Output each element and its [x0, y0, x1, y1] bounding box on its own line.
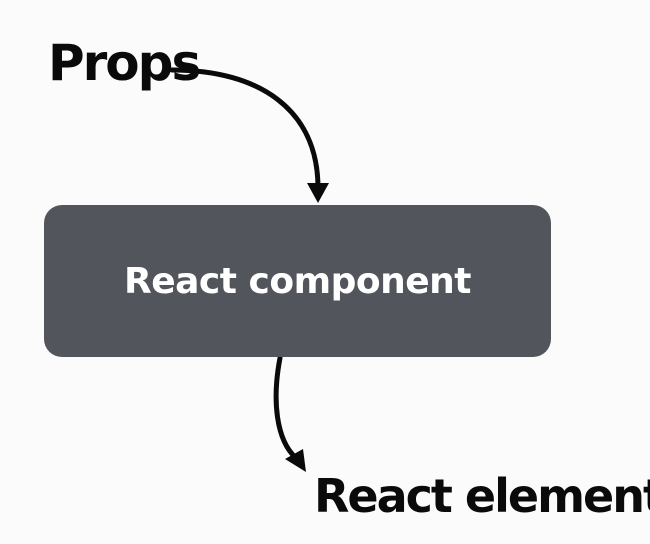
- react-element-label: React element: [314, 469, 650, 523]
- react-component-box: React component: [44, 205, 551, 357]
- props-to-component-arrow: [169, 67, 321, 191]
- props-arrowhead: [307, 183, 329, 203]
- react-component-label: React component: [124, 260, 471, 302]
- props-label: Props: [48, 34, 201, 92]
- component-to-element-arrow: [273, 355, 299, 461]
- element-arrowhead: [285, 449, 306, 472]
